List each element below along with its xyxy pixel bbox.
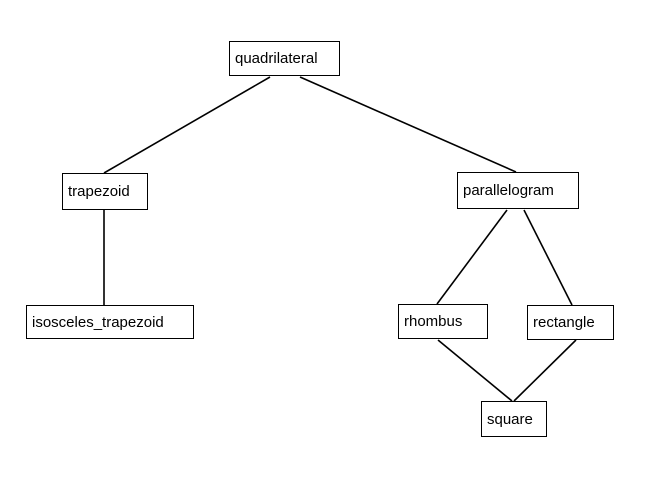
node-isosceles-trapezoid: isosceles_trapezoid — [26, 305, 194, 339]
node-label-trapezoid: trapezoid — [68, 183, 130, 200]
edge-quadrilateral-parallelogram — [299, 76, 517, 173]
edge-quadrilateral-trapezoid — [103, 76, 271, 174]
node-label-rhombus: rhombus — [404, 313, 463, 330]
node-trapezoid: trapezoid — [62, 173, 148, 210]
node-parallelogram: parallelogram — [457, 172, 579, 209]
node-square: square — [481, 401, 547, 437]
node-rectangle: rectangle — [527, 305, 614, 340]
edge-rectangle-square — [513, 339, 577, 402]
node-label-isosceles-trapezoid: isosceles_trapezoid — [32, 313, 164, 331]
node-label-parallelogram: parallelogram — [463, 182, 554, 199]
edge-parallelogram-rectangle — [523, 209, 573, 306]
node-rhombus: rhombus — [398, 304, 488, 339]
node-label-quadrilateral: quadrilateral — [235, 50, 318, 67]
node-quadrilateral: quadrilateral — [229, 41, 340, 76]
edge-parallelogram-rhombus — [436, 209, 508, 305]
node-label-square: square — [487, 410, 533, 428]
node-label-rectangle: rectangle — [533, 314, 595, 331]
edge-rhombus-square — [437, 339, 513, 402]
